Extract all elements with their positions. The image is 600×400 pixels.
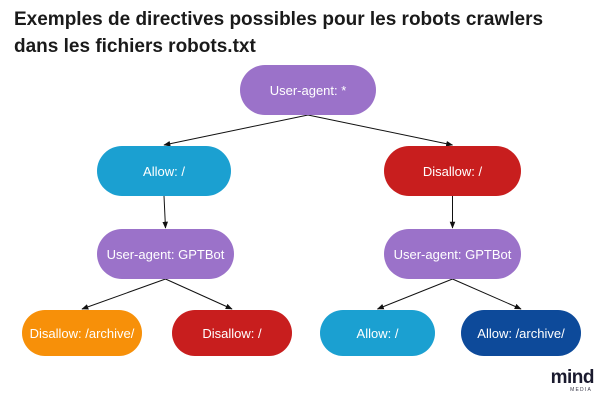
edge-allow_root-to-ua_gptbot_left xyxy=(162,195,169,229)
node-disallow-root: Disallow: / xyxy=(384,146,521,196)
logo-tagline: MEDIA xyxy=(570,387,592,393)
node-user-agent-all: User-agent: * xyxy=(240,65,376,115)
logo-name: mind xyxy=(550,367,595,388)
node-allow-archive: Allow: /archive/ xyxy=(461,310,581,356)
node-user-agent-gptbot-right: User-agent: GPTBot xyxy=(384,229,521,279)
edge-ua_gptbot_right-to-right_allow_root xyxy=(376,278,453,310)
mind-media-logo: mind MEDIA xyxy=(538,367,595,396)
edge-root-to-disallow_root xyxy=(307,114,454,147)
edge-ua_gptbot_left-to-left_disallow_root xyxy=(165,278,233,310)
node-allow-root-right: Allow: / xyxy=(320,310,435,356)
edge-root-to-allow_root xyxy=(163,114,309,147)
edge-ua_gptbot_left-to-left_disallow_archive xyxy=(81,278,166,310)
edge-ua_gptbot_right-to-right_allow_archive xyxy=(452,278,522,310)
node-disallow-root-left: Disallow: / xyxy=(172,310,292,356)
diagram-title: Exemples de directives possibles pour le… xyxy=(14,9,544,57)
node-allow-root: Allow: / xyxy=(97,146,231,196)
node-disallow-archive: Disallow: /archive/ xyxy=(22,310,142,356)
node-user-agent-gptbot-left: User-agent: GPTBot xyxy=(97,229,234,279)
